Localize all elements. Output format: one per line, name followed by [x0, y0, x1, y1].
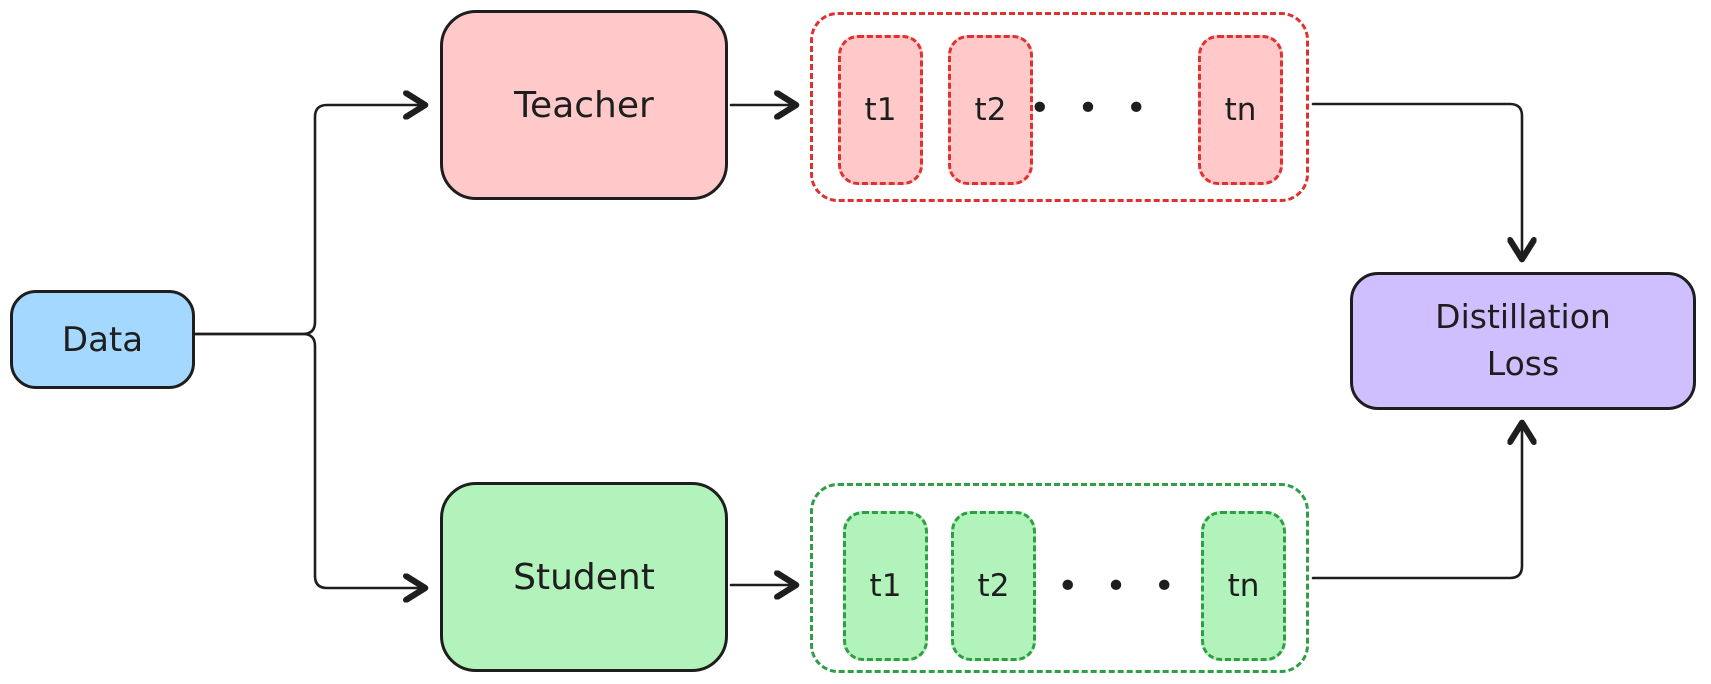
edge-teacher-tokens-to-loss [1311, 102, 1522, 258]
token-student-1: t1 [843, 511, 928, 661]
token-teacher-2-label: t2 [974, 92, 1007, 128]
node-distillation-loss-label: Distillation Loss [1435, 297, 1611, 383]
node-distillation-loss: Distillation Loss [1350, 272, 1696, 410]
node-data-label: Data [61, 319, 144, 360]
ellipsis-dots: • • • [1057, 569, 1175, 605]
teacher-token-group: t1 t2 • • • tn [810, 12, 1309, 202]
dot-icon: • [1077, 88, 1099, 129]
dot-icon: • [1125, 88, 1147, 129]
token-teacher-1-label: t1 [864, 92, 897, 128]
token-teacher-n: tn [1198, 35, 1283, 185]
token-student-1-label: t1 [869, 568, 902, 604]
ellipsis-dots: • • • [1029, 91, 1147, 127]
token-student-n-label: tn [1227, 568, 1260, 604]
token-student-2-label: t2 [977, 568, 1010, 604]
edge-data-to-student [193, 332, 424, 588]
node-data: Data [10, 290, 195, 389]
token-teacher-2: t2 [948, 35, 1033, 185]
token-teacher-n-label: tn [1224, 92, 1257, 128]
dot-icon: • [1029, 88, 1051, 129]
dot-icon: • [1153, 566, 1175, 607]
dot-icon: • [1105, 566, 1127, 607]
token-student-n: tn [1201, 511, 1286, 661]
node-teacher: Teacher [440, 10, 728, 200]
dot-icon: • [1057, 566, 1079, 607]
node-student-label: Student [513, 556, 655, 598]
token-student-2: t2 [951, 511, 1036, 661]
edge-student-tokens-to-loss [1311, 424, 1522, 580]
node-student: Student [440, 482, 728, 672]
student-token-group: t1 t2 • • • tn [810, 483, 1309, 673]
edge-data-to-teacher [193, 105, 424, 336]
token-teacher-1: t1 [838, 35, 923, 185]
node-teacher-label: Teacher [514, 84, 654, 126]
